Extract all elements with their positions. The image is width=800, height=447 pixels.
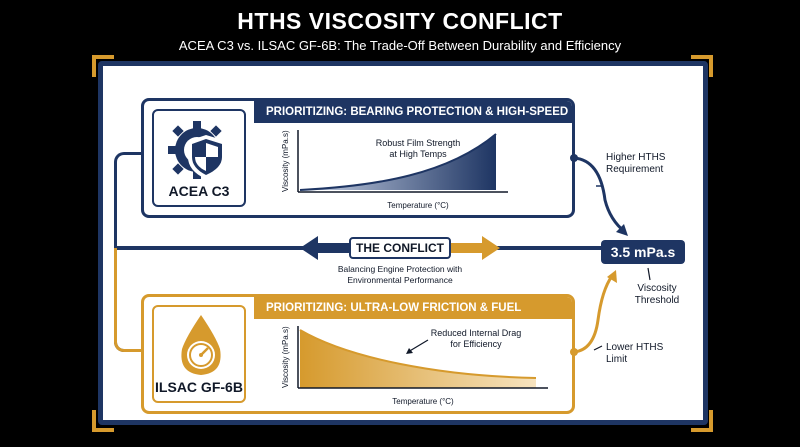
conflict-description: Balancing Engine Protection with Environ…: [310, 264, 490, 286]
acea-c3-label: ACEA C3: [168, 183, 230, 199]
conflict-arrow-left-icon: [300, 236, 352, 260]
conflict-arrows: [300, 236, 500, 260]
ilsac-gf6b-panel: ILSAC GF-6B PRIORITIZING: ULTRA-LOW FRIC…: [141, 294, 575, 414]
ilsac-gf6b-logo: ILSAC GF-6B: [152, 305, 246, 403]
threshold-label-line-2: Threshold: [634, 295, 680, 306]
conflict-arrow-right-icon: [448, 236, 500, 260]
acea-c3-header: PRIORITIZING: BEARING PROTECTION & HIGH-…: [254, 101, 572, 140]
acea-c3-panel: ACEA C3 PRIORITIZING: BEARING PROTECTION…: [141, 98, 575, 218]
threshold-label: Viscosity Threshold: [622, 283, 692, 307]
lower-hths-line-1: Lower HTHS: [606, 342, 664, 353]
lower-hths-line-2: Limit: [606, 354, 628, 365]
gear-shield-icon: [168, 121, 226, 179]
conflict-desc-line-2: Environmental Performance: [347, 275, 453, 285]
lower-hths-label: Lower HTHS Limit: [606, 342, 666, 366]
acea-c3-plot: Viscosity (mPa.s) Temperature (°C) Robus…: [258, 126, 572, 215]
frame-corner-bottom-right: [691, 410, 713, 432]
left-connector-gold: [114, 248, 143, 352]
ilsac-gf6b-xlabel: Temperature (°C): [392, 397, 454, 406]
acea-c3-curve-area: [300, 134, 496, 190]
higher-hths-label: Higher HTHS Requirement: [606, 152, 678, 176]
acea-c3-curve-chart: Viscosity (mPa.s) Temperature (°C) Robus…: [281, 130, 508, 210]
ilsac-gf6b-annotation-2: for Efficiency: [450, 339, 502, 349]
frame-corner-top-left: [92, 55, 114, 77]
page-title: HTHS VISCOSITY CONFLICT: [237, 8, 563, 34]
frame-corner-top-right: [691, 55, 713, 77]
threshold-badge: 3.5 mPa.s: [601, 240, 685, 264]
ilsac-gf6b-header: PRIORITIZING: ULTRA-LOW FRICTION & FUEL …: [254, 297, 572, 336]
ilsac-gf6b-annotation-1: Reduced Internal Drag: [431, 328, 522, 338]
conflict-indicator: THE CONFLICT: [300, 234, 500, 262]
ilsac-gf6b-ylabel: Viscosity (mPa.s): [281, 326, 290, 388]
acea-c3-ylabel: Viscosity (mPa.s): [281, 130, 290, 192]
higher-hths-line-2: Requirement: [606, 164, 664, 175]
ilsac-gf6b-label: ILSAC GF-6B: [155, 379, 243, 395]
oil-drop-gauge-icon: [181, 315, 221, 375]
conflict-label: THE CONFLICT: [349, 237, 451, 259]
ilsac-gf6b-annotation-arrow: [407, 339, 429, 353]
higher-hths-line-1: Higher HTHS: [606, 152, 666, 163]
acea-c3-logo: ACEA C3: [152, 109, 246, 207]
frame-corner-bottom-left: [92, 410, 114, 432]
conflict-desc-line-1: Balancing Engine Protection with: [337, 264, 463, 274]
acea-c3-annotation-2: at High Temps: [389, 149, 447, 159]
acea-c3-annotation-1: Robust Film Strength: [376, 138, 461, 148]
ilsac-gf6b-curve-line: [299, 329, 537, 379]
ilsac-gf6b-curve-chart: Viscosity (mPa.s) Temperature (°C) Reduc…: [281, 326, 548, 406]
acea-c3-xlabel: Temperature (°C): [387, 201, 449, 210]
ilsac-gf6b-curve-area: [300, 330, 536, 388]
threshold-label-line-1: Viscosity: [637, 283, 677, 294]
ilsac-gf6b-plot: Viscosity (mPa.s) Temperature (°C) Reduc…: [258, 322, 572, 411]
acea-c3-curve-line: [299, 133, 497, 191]
page-subtitle: ACEA C3 vs. ILSAC GF-6B: The Trade-Off B…: [178, 38, 622, 53]
